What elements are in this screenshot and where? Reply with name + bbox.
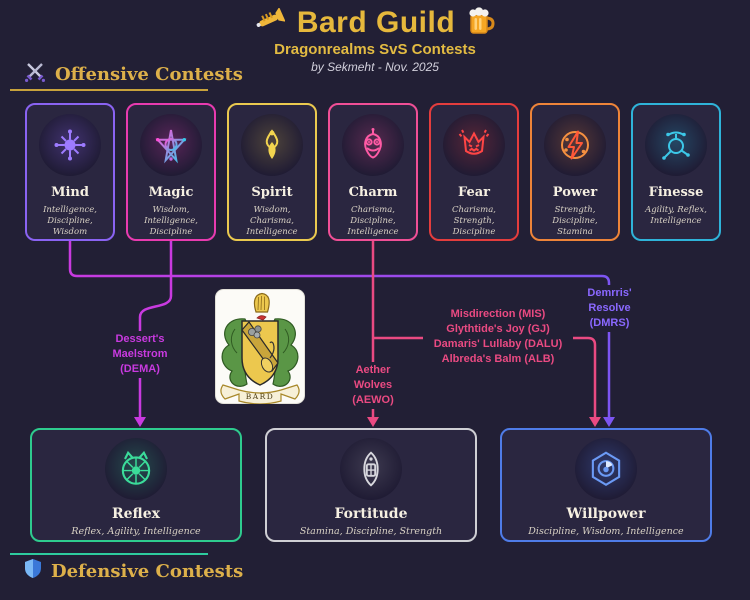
- offensive-section-label: Offensive Contests: [55, 64, 243, 85]
- connector-label-charm-willpower: Misdirection (MIS) Glythtide's Joy (GJ) …: [423, 306, 573, 368]
- card-stats: Discipline, Wisdom, Intelligence: [528, 526, 684, 537]
- card-title: Mind: [51, 185, 89, 200]
- card-stats: Reflex, Agility, Intelligence: [71, 526, 201, 537]
- defensive-section-label: Defensive Contests: [51, 560, 244, 582]
- charm-icon: [342, 114, 404, 176]
- power-icon: [544, 114, 606, 176]
- card-stats: Charisma, Strength, Discipline: [451, 205, 497, 238]
- contest-card-fortitude: Fortitude Stamina, Discipline, Strength: [265, 428, 477, 542]
- connector-dema: [138, 241, 173, 418]
- card-title: Fortitude: [334, 506, 408, 522]
- card-title: Fear: [457, 185, 491, 200]
- arrowhead-charm-willpower: [589, 417, 601, 427]
- contest-card-fear: Fear Charisma, Strength, Discipline: [429, 103, 519, 241]
- arrowhead-dema: [134, 417, 146, 427]
- connector-label-aewo: Aether Wolves (AEWO): [332, 362, 414, 409]
- connector-label-dmrs: Demrris' Resolve (DMRS): [577, 285, 642, 332]
- magic-icon: [140, 114, 202, 176]
- contest-card-magic: Magic Wisdom, Intelligence, Discipline: [126, 103, 216, 241]
- contest-card-power: Power Strength, Discipline, Stamina: [530, 103, 620, 241]
- shield-icon: [24, 558, 42, 584]
- card-title: Spirit: [251, 185, 293, 200]
- card-title: Charm: [348, 185, 398, 200]
- fortitude-icon: [340, 438, 402, 500]
- bard-crest: BARD: [215, 289, 305, 405]
- card-stats: Strength, Discipline, Stamina: [552, 205, 598, 238]
- connector-charm-willpower: [373, 336, 597, 418]
- card-stats: Wisdom, Charisma, Intelligence: [246, 205, 298, 238]
- arrowhead-dmrs: [603, 417, 615, 427]
- reflex-icon: [105, 438, 167, 500]
- card-title: Reflex: [112, 506, 160, 522]
- spirit-icon: [241, 114, 303, 176]
- finesse-icon: [645, 114, 707, 176]
- contest-card-charm: Charm Charisma, Discipline, Intelligence: [328, 103, 418, 241]
- contest-card-finesse: Finesse Agility, Reflex, Intelligence: [631, 103, 721, 241]
- card-stats: Intelligence, Discipline, Wisdom: [43, 205, 97, 238]
- card-stats: Stamina, Discipline, Strength: [299, 526, 443, 537]
- card-title: Willpower: [566, 506, 646, 522]
- contest-card-spirit: Spirit Wisdom, Charisma, Intelligence: [227, 103, 317, 241]
- trumpet-icon: [255, 6, 286, 39]
- connector-label-dema: Dessert's Maelstrom (DEMA): [94, 331, 186, 378]
- title-block: Bard Guild Dragonrealms SvS Contests by …: [0, 6, 750, 74]
- offensive-divider: [10, 89, 208, 91]
- card-stats: Agility, Reflex, Intelligence: [645, 205, 707, 227]
- contest-card-willpower: Willpower Discipline, Wisdom, Intelligen…: [500, 428, 712, 542]
- card-title: Power: [552, 185, 598, 200]
- page-title: Bard Guild: [296, 6, 456, 39]
- arrowhead-aewo: [367, 417, 379, 427]
- contest-card-mind: Mind Intelligence, Discipline, Wisdom: [25, 103, 115, 241]
- connector-dmrs: [68, 241, 611, 418]
- card-stats: Wisdom, Intelligence, Discipline: [144, 205, 198, 238]
- byline: by Sekmeht - Nov. 2025: [311, 60, 439, 74]
- beer-mug-icon: [467, 6, 495, 40]
- subtitle: Dragonrealms SvS Contests: [274, 41, 476, 58]
- defensive-divider: [10, 553, 208, 555]
- willpower-icon: [575, 438, 637, 500]
- offensive-cards-row: Mind Intelligence, Discipline, Wisdom: [25, 103, 721, 241]
- card-title: Magic: [148, 185, 194, 200]
- defensive-section-header: Defensive Contests: [24, 558, 243, 584]
- offensive-section-header: Offensive Contests: [24, 61, 243, 88]
- card-title: Finesse: [648, 185, 704, 200]
- crossed-swords-icon: [24, 61, 46, 88]
- crest-banner-text: BARD: [246, 392, 275, 401]
- contest-card-reflex: Reflex Reflex, Agility, Intelligence: [30, 428, 242, 542]
- fear-icon: [443, 114, 505, 176]
- mind-icon: [39, 114, 101, 176]
- card-stats: Charisma, Discipline, Intelligence: [347, 205, 399, 238]
